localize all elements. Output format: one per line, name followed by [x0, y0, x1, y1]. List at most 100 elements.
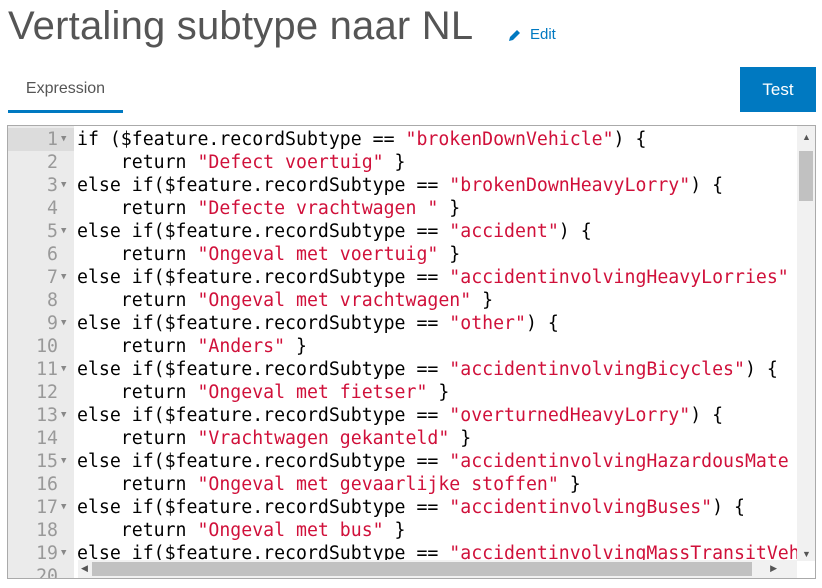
fold-arrow-icon[interactable]: ▼ [61, 134, 67, 144]
code-text: else if($feature.recordSubtype == "broke… [77, 175, 724, 196]
line-number: 2 [47, 152, 58, 173]
line-number: 5 [47, 221, 58, 242]
code-line[interactable]: 8 return "Ongeval met vrachtwagen" } [8, 289, 798, 312]
line-number: 6 [47, 244, 58, 265]
code-line[interactable]: 20 [8, 565, 798, 579]
code-line[interactable]: 13▼else if($feature.recordSubtype == "ov… [8, 404, 798, 427]
string-literal: "overturnedHeavyLorry" [449, 405, 691, 426]
code-editor[interactable]: 1▼if ($feature.recordSubtype == "brokenD… [7, 125, 816, 579]
vertical-scrollbar[interactable]: ▲ ▼ [797, 126, 815, 561]
line-number: 20 [36, 566, 58, 579]
line-gutter [8, 126, 74, 578]
code-text: else if($feature.recordSubtype == "accid… [77, 221, 592, 242]
code-text: return "Vrachtwagen gekanteld" } [77, 428, 472, 449]
fold-arrow-icon[interactable]: ▼ [61, 180, 67, 190]
code-line[interactable]: 3▼ else if($feature.recordSubtype == "bro… [8, 174, 798, 197]
fold-arrow-icon[interactable]: ▼ [61, 502, 67, 512]
horizontal-scroll-thumb[interactable] [92, 562, 752, 576]
line-number: 12 [36, 382, 58, 403]
scroll-down-icon[interactable]: ▼ [802, 549, 811, 559]
edit-button[interactable]: Edit [508, 26, 556, 43]
code-text: else if($feature.recordSubtype == "accid… [77, 451, 789, 472]
line-number: 7 [47, 267, 58, 288]
scroll-right-icon[interactable]: ▶ [770, 563, 777, 573]
string-literal: "accidentinvolvingBuses" [449, 497, 713, 518]
horizontal-scrollbar[interactable]: ◀ ▶ [78, 560, 797, 578]
code-line[interactable]: 11▼ else if($feature.recordSubtype == "ac… [8, 358, 798, 381]
string-literal: "other" [449, 313, 526, 334]
string-literal: "brokenDownHeavyLorry" [449, 175, 691, 196]
code-line[interactable]: 16 return "Ongeval met gevaarlijke stoff… [8, 473, 798, 496]
code-line[interactable]: 15▼ else if($feature.recordSubtype == "ac… [8, 450, 798, 473]
scroll-up-icon[interactable]: ▲ [802, 132, 811, 142]
line-number: 10 [36, 336, 58, 357]
code-text: return "Ongeval met bus" } [77, 520, 406, 541]
fold-arrow-icon[interactable]: ▼ [61, 226, 67, 236]
line-number: 1 [47, 129, 58, 150]
line-number: 3 [47, 175, 58, 196]
fold-arrow-icon[interactable]: ▼ [61, 548, 67, 558]
page-title: Vertaling subtype naar NL [8, 4, 474, 48]
code-line[interactable]: 19▼else if($feature.recordSubtype == "ac… [8, 542, 800, 565]
code-text: return "Defect voertuig" } [77, 152, 406, 173]
code-line[interactable]: 14 return "Vrachtwagen gekanteld" } [8, 427, 798, 450]
code-line[interactable]: 2 return "Defect voertuig" } [8, 151, 798, 174]
string-literal: "accidentinvolvingHazardousMate [449, 451, 789, 472]
string-literal: "Vrachtwagen gekanteld" [197, 428, 450, 449]
tab-expression[interactable]: Expression [8, 80, 123, 113]
code-text: else if($feature.recordSubtype == "accid… [77, 497, 745, 518]
code-text: else if($feature.recordSubtype == "overt… [77, 405, 724, 426]
line-number: 16 [36, 474, 58, 495]
line-number: 14 [36, 428, 58, 449]
line-number: 11 [36, 359, 58, 380]
code-text: return "Ongeval met vrachtwagen" } [77, 290, 494, 311]
edit-label: Edit [530, 26, 556, 43]
code-line[interactable]: 10 return "Anders" } [8, 335, 798, 358]
string-literal: "Ongeval met bus" [197, 520, 384, 541]
fold-arrow-icon[interactable]: ▼ [61, 456, 67, 466]
string-literal: "accidentinvolvingHeavyLorries" [449, 267, 789, 288]
string-literal: "Ongeval met gevaarlijke stoffen" [197, 474, 559, 495]
fold-arrow-icon[interactable]: ▼ [61, 410, 67, 420]
code-text: if ($feature.recordSubtype == "brokenDow… [77, 129, 647, 150]
code-text: else if($feature.recordSubtype == "other… [77, 313, 559, 334]
code-line[interactable]: 9▼ else if($feature.recordSubtype == "oth… [8, 312, 798, 335]
code-line[interactable]: 17▼ else if($feature.recordSubtype == "ac… [8, 496, 798, 519]
fold-arrow-icon[interactable]: ▼ [61, 318, 67, 328]
vertical-scroll-thumb[interactable] [799, 151, 813, 201]
line-number: 18 [36, 520, 58, 541]
code-line[interactable]: 6 return "Ongeval met voertuig" } [8, 243, 798, 266]
line-number: 19 [36, 543, 58, 564]
string-literal: "brokenDownVehicle" [405, 129, 614, 150]
line-number: 9 [47, 313, 58, 334]
pencil-icon [509, 29, 520, 41]
code-text: return "Ongeval met voertuig" } [77, 244, 461, 265]
code-text: else if($feature.recordSubtype == "accid… [77, 267, 789, 288]
code-line[interactable]: 4 return "Defecte vrachtwagen " } [8, 197, 798, 220]
string-literal: "accidentinvolvingBicycles" [449, 359, 745, 380]
fold-arrow-icon[interactable]: ▼ [61, 272, 67, 282]
string-literal: "Defect voertuig" [197, 152, 384, 173]
code-text: else if($feature.recordSubtype == "accid… [77, 359, 778, 380]
string-literal: "Anders" [197, 336, 286, 357]
line-number: 15 [36, 451, 58, 472]
string-literal: "Ongeval met vrachtwagen" [197, 290, 472, 311]
scroll-left-icon[interactable]: ◀ [81, 563, 88, 573]
string-literal: "Ongeval met voertuig" [197, 244, 439, 265]
line-number: 4 [47, 198, 58, 219]
code-text: return "Ongeval met fietser" } [77, 382, 450, 403]
code-line[interactable]: 18 return "Ongeval met bus" } [8, 519, 798, 542]
code-text: return "Defecte vrachtwagen " } [77, 198, 461, 219]
code-text: return "Ongeval met gevaarlijke stoffen"… [77, 474, 581, 495]
line-number: 17 [36, 497, 58, 518]
code-line[interactable]: 7▼ else if($feature.recordSubtype == "acc… [8, 266, 798, 289]
test-button[interactable]: Test [740, 67, 816, 112]
string-literal: "accidentinvolvingMassTransitVeh [449, 543, 800, 564]
string-literal: "Defecte vrachtwagen " [197, 198, 439, 219]
code-line[interactable]: 12 return "Ongeval met fietser" } [8, 381, 798, 404]
code-text: return "Anders" } [77, 336, 307, 357]
code-line[interactable]: 5▼ else if($feature.recordSubtype == "acc… [8, 220, 798, 243]
active-line-highlight [8, 128, 74, 151]
fold-arrow-icon[interactable]: ▼ [61, 364, 67, 374]
code-line[interactable]: 1▼ if ($feature.recordSubtype == "brokenD… [8, 128, 798, 151]
